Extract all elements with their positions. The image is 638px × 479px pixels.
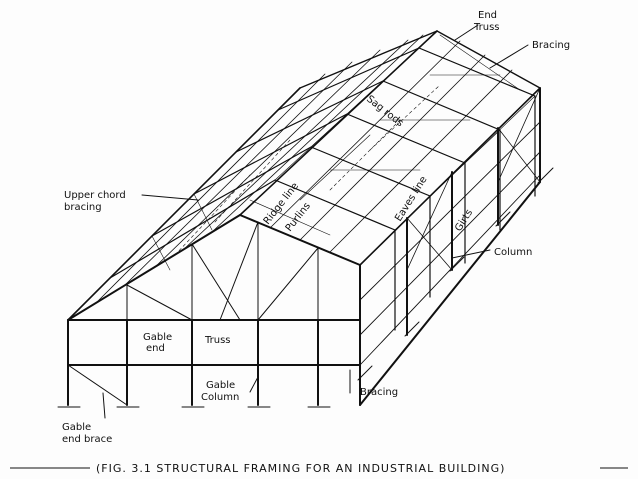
roof-purlins-left bbox=[95, 34, 424, 304]
label-upper-chord-2: bracing bbox=[64, 202, 102, 213]
label-girts: Girts bbox=[453, 208, 475, 234]
label-upper-chord-1: Upper chord bbox=[64, 190, 126, 201]
label-bracing-bottom: Bracing bbox=[360, 387, 398, 398]
label-gable-end-1: Gable bbox=[143, 332, 172, 343]
label-end-truss-2: Truss bbox=[473, 22, 500, 33]
label-truss: Truss bbox=[204, 335, 231, 346]
ground-supports bbox=[57, 167, 554, 408]
label-gable-column-1: Gable bbox=[206, 380, 235, 391]
label-gable-brace-2: end brace bbox=[62, 434, 112, 445]
intermediate-trusses bbox=[109, 47, 536, 331]
leader-lines bbox=[102, 24, 529, 419]
roof-bracing bbox=[109, 34, 536, 279]
front-gable-frame bbox=[67, 214, 361, 406]
figure-caption: (FIG. 3.1 STRUCTURAL FRAMING FOR AN INDU… bbox=[96, 462, 505, 475]
front-truss-web bbox=[67, 221, 319, 406]
framing-structure bbox=[57, 24, 554, 419]
label-gable-column-2: Column bbox=[201, 392, 239, 403]
label-purlins: Purlins bbox=[284, 201, 313, 234]
label-bracing-top: Bracing bbox=[532, 40, 570, 51]
roof-purlins-right bbox=[269, 40, 513, 253]
label-column: Column bbox=[494, 247, 532, 258]
label-end-truss-1: End bbox=[478, 10, 497, 21]
rear-end-truss bbox=[299, 30, 541, 89]
label-gable-end-2: end bbox=[146, 343, 165, 354]
label-eaves-line: Eaves line bbox=[393, 175, 429, 224]
side-girts bbox=[359, 121, 541, 366]
label-gable-brace-1: Gable bbox=[62, 422, 91, 433]
side-columns bbox=[359, 87, 541, 406]
side-bracing bbox=[406, 87, 541, 271]
figure-caption-group: (FIG. 3.1 STRUCTURAL FRAMING FOR AN INDU… bbox=[10, 462, 628, 475]
sag-rods bbox=[174, 84, 441, 256]
